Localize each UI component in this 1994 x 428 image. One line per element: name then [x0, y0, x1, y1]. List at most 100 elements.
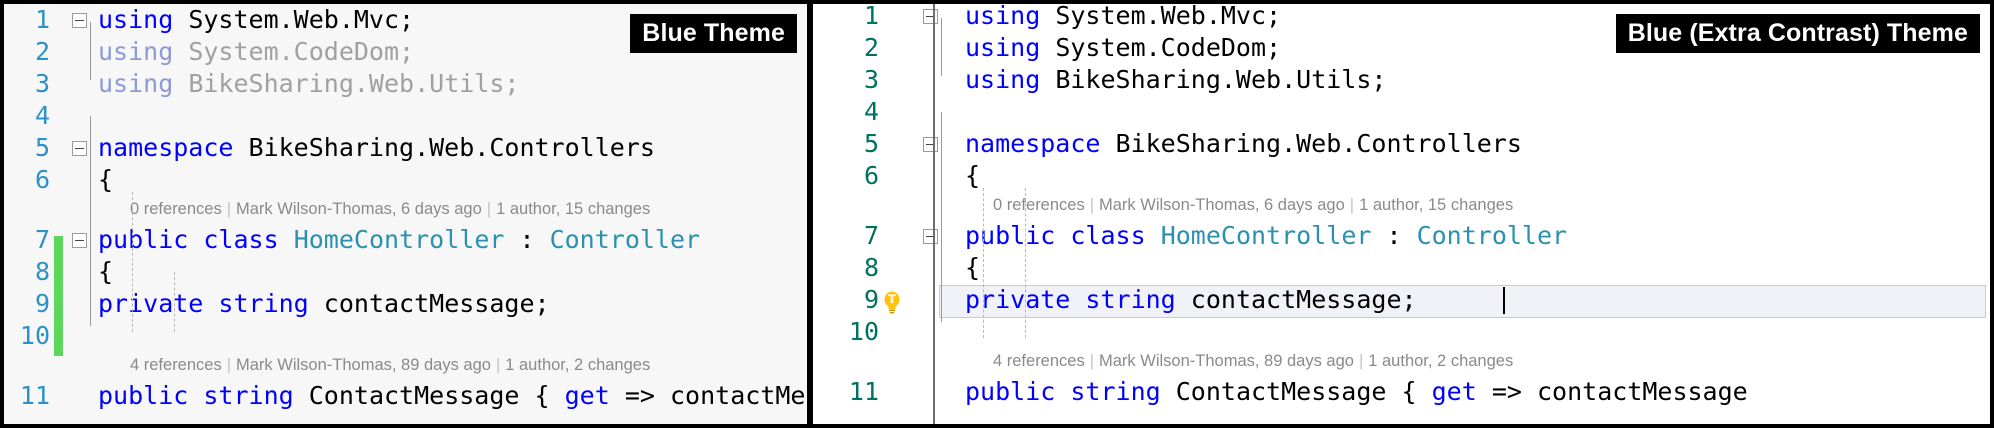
minus-square-icon[interactable] — [922, 8, 938, 24]
code-token — [1055, 221, 1070, 250]
code-token: using — [965, 65, 1041, 94]
code-text[interactable]: public string ContactMessage { get => co… — [965, 377, 1990, 407]
code-token: public — [965, 377, 1056, 406]
gutter-icon-slot — [50, 165, 76, 195]
code-text[interactable]: { — [98, 165, 807, 195]
code-token: string — [1085, 285, 1176, 314]
minus-square-icon[interactable] — [71, 12, 87, 28]
indent-guide — [132, 192, 133, 332]
code-text[interactable]: using System.Web.Mvc; — [98, 5, 807, 35]
gutter-icon-slot — [879, 4, 905, 31]
codelens-author-date[interactable]: Mark Wilson-Thomas, 6 days ago — [1099, 196, 1345, 214]
code-token: using — [98, 69, 174, 98]
line-number: 3 — [34, 69, 50, 98]
code-line-row: 8{ — [4, 256, 807, 288]
code-line-row: 6{ — [813, 160, 1990, 192]
code-text[interactable]: public class HomeController : Controller — [98, 225, 807, 255]
code-token: using — [965, 1, 1041, 30]
code-text[interactable]: private string contactMessage; — [98, 289, 807, 319]
code-text[interactable]: using BikeSharing.Web.Utils; — [98, 69, 807, 99]
code-text[interactable]: using BikeSharing.Web.Utils; — [965, 65, 1990, 95]
current-line-highlight — [939, 285, 1986, 318]
line-number: 6 — [34, 165, 50, 194]
code-token: namespace — [965, 129, 1101, 158]
codelens-changes[interactable]: 1 author, 15 changes — [496, 200, 651, 218]
code-text[interactable]: using System.CodeDom; — [98, 37, 807, 67]
code-token: private — [98, 289, 204, 318]
codelens-text[interactable]: 0 references|Mark Wilson-Thomas, 6 days … — [130, 199, 650, 219]
codelens-changes[interactable]: 1 author, 2 changes — [1368, 352, 1514, 370]
collapse-toggle-icon[interactable] — [62, 140, 96, 156]
code-text[interactable]: private string contactMessage; — [965, 285, 1990, 315]
code-line-row: 2 using System.CodeDom; — [813, 32, 1990, 64]
codelens-references[interactable]: 4 references — [993, 352, 1085, 370]
codelens-text[interactable]: 4 references|Mark Wilson-Thomas, 89 days… — [993, 351, 1513, 371]
code-token: string — [203, 381, 294, 410]
line-number: 8 — [863, 253, 879, 282]
gutter-icon-slot — [50, 37, 76, 67]
code-token — [188, 381, 203, 410]
code-text[interactable]: using System.CodeDom; — [965, 33, 1990, 63]
line-number: 1 — [34, 5, 50, 34]
code-token: BikeSharing.Web.Controllers — [233, 133, 655, 162]
line-number: 6 — [863, 161, 879, 190]
code-line-row: 1 using System.Web.Mvc; — [4, 4, 807, 36]
indent-guide — [1025, 188, 1026, 338]
minus-square-icon[interactable] — [922, 228, 938, 244]
codelens-changes[interactable]: 1 author, 15 changes — [1359, 196, 1514, 214]
code-token: using — [965, 33, 1041, 62]
minus-square-icon[interactable] — [71, 232, 87, 248]
minus-square-icon[interactable] — [922, 136, 938, 152]
code-text[interactable]: namespace BikeSharing.Web.Controllers — [965, 129, 1990, 159]
codelens-text[interactable]: 4 references|Mark Wilson-Thomas, 89 days… — [130, 355, 650, 375]
code-token — [1070, 285, 1085, 314]
code-text[interactable]: { — [965, 253, 1990, 283]
code-token: public — [98, 225, 189, 254]
code-token — [203, 289, 218, 318]
indent-guide — [174, 272, 175, 332]
codelens-changes[interactable]: 1 author, 2 changes — [505, 356, 651, 374]
line-number: 4 — [863, 97, 879, 126]
codelens-separator: | — [1349, 196, 1355, 214]
collapse-toggle-icon[interactable] — [62, 12, 96, 28]
gutter-icon-slot — [879, 33, 905, 63]
codelens-separator: | — [226, 200, 232, 218]
codelens-author-date[interactable]: Mark Wilson-Thomas, 6 days ago — [236, 200, 482, 218]
code-token: ContactMessage { — [1160, 377, 1432, 406]
code-text[interactable]: { — [965, 161, 1990, 191]
code-token: { — [965, 253, 981, 282]
code-text[interactable]: public class HomeController : Controller — [965, 221, 1990, 251]
codelens-text[interactable]: 0 references |Mark Wilson-Thomas, 6 days … — [993, 195, 1513, 215]
code-token: string — [218, 289, 309, 318]
codelens-references[interactable]: 0 references — [130, 200, 222, 218]
code-token: class — [1070, 221, 1146, 250]
code-text[interactable]: namespace BikeSharing.Web.Controllers — [98, 133, 807, 163]
codelens-author-date[interactable]: Mark Wilson-Thomas, 89 days ago — [236, 356, 491, 374]
indent-guide — [983, 188, 984, 338]
codelens-references[interactable]: 0 references — [993, 196, 1085, 214]
codelens-author-date[interactable]: Mark Wilson-Thomas, 89 days ago — [1099, 352, 1354, 370]
codelens-row: 4 references|Mark Wilson-Thomas, 89 days… — [4, 352, 807, 378]
code-text[interactable]: using System.Web.Mvc; — [965, 1, 1990, 31]
code-text[interactable]: { — [98, 257, 807, 287]
code-token: => contactMessage — [624, 381, 807, 410]
code-text[interactable]: public string ContactMessage { get => co… — [98, 381, 807, 411]
code-token: contactMessage; — [1175, 285, 1417, 314]
code-token: Controller — [1416, 221, 1568, 250]
line-number: 2 — [863, 33, 879, 62]
line-number: 3 — [863, 65, 879, 94]
minus-square-icon[interactable] — [71, 140, 87, 156]
collapse-toggle-icon[interactable] — [62, 232, 96, 248]
codelens-separator: | — [1089, 352, 1095, 370]
codelens-references[interactable]: 4 references — [130, 356, 222, 374]
gutter-icon-slot — [879, 161, 905, 191]
code-token: : — [1371, 221, 1417, 250]
lightbulb-icon[interactable] — [879, 285, 905, 315]
code-token: BikeSharing.Web.Controllers — [1100, 129, 1522, 158]
